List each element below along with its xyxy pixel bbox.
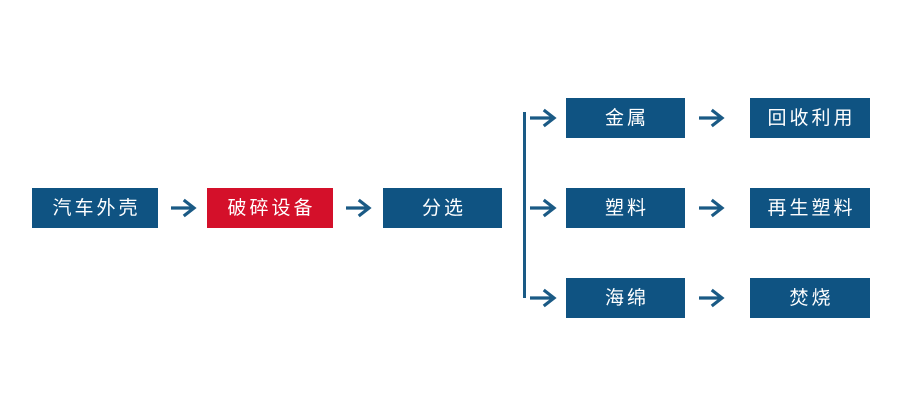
node-plastic[interactable]: 塑料 — [566, 188, 685, 228]
branch-trunk-line — [523, 112, 526, 298]
node-regenerated-plastic[interactable]: 再生塑料 — [750, 188, 870, 228]
arrow-right-icon-plastic-to-regenerated — [692, 188, 732, 228]
arrow-right-icon-branch-plastic — [526, 188, 562, 228]
node-car-shell-label: 汽车外壳 — [52, 196, 141, 219]
node-recycle-reuse-label: 回收利用 — [767, 106, 856, 129]
arrow-right-icon-crusher-to-sorting — [339, 188, 379, 228]
arrow-right-icon-branch-sponge — [526, 278, 562, 318]
node-incineration[interactable]: 焚烧 — [750, 278, 870, 318]
node-incineration-label: 焚烧 — [789, 286, 834, 309]
node-metal-label: 金属 — [604, 106, 649, 129]
node-car-shell[interactable]: 汽车外壳 — [32, 188, 158, 228]
node-regenerated-plastic-label: 再生塑料 — [767, 196, 856, 219]
node-sponge[interactable]: 海绵 — [566, 278, 685, 318]
node-plastic-label: 塑料 — [604, 196, 649, 219]
arrow-right-icon-metal-to-recycle — [692, 98, 732, 138]
node-sponge-label: 海绵 — [604, 286, 649, 309]
node-metal[interactable]: 金属 — [566, 98, 685, 138]
arrow-right-icon-branch-metal — [526, 98, 562, 138]
node-recycle-reuse[interactable]: 回收利用 — [750, 98, 870, 138]
node-crusher[interactable]: 破碎设备 — [207, 188, 333, 228]
node-crusher-label: 破碎设备 — [227, 196, 316, 219]
arrow-right-icon-shell-to-crusher — [164, 188, 204, 228]
arrow-right-icon-sponge-to-incineration — [692, 278, 732, 318]
node-sorting[interactable]: 分选 — [383, 188, 502, 228]
node-sorting-label: 分选 — [421, 196, 466, 219]
